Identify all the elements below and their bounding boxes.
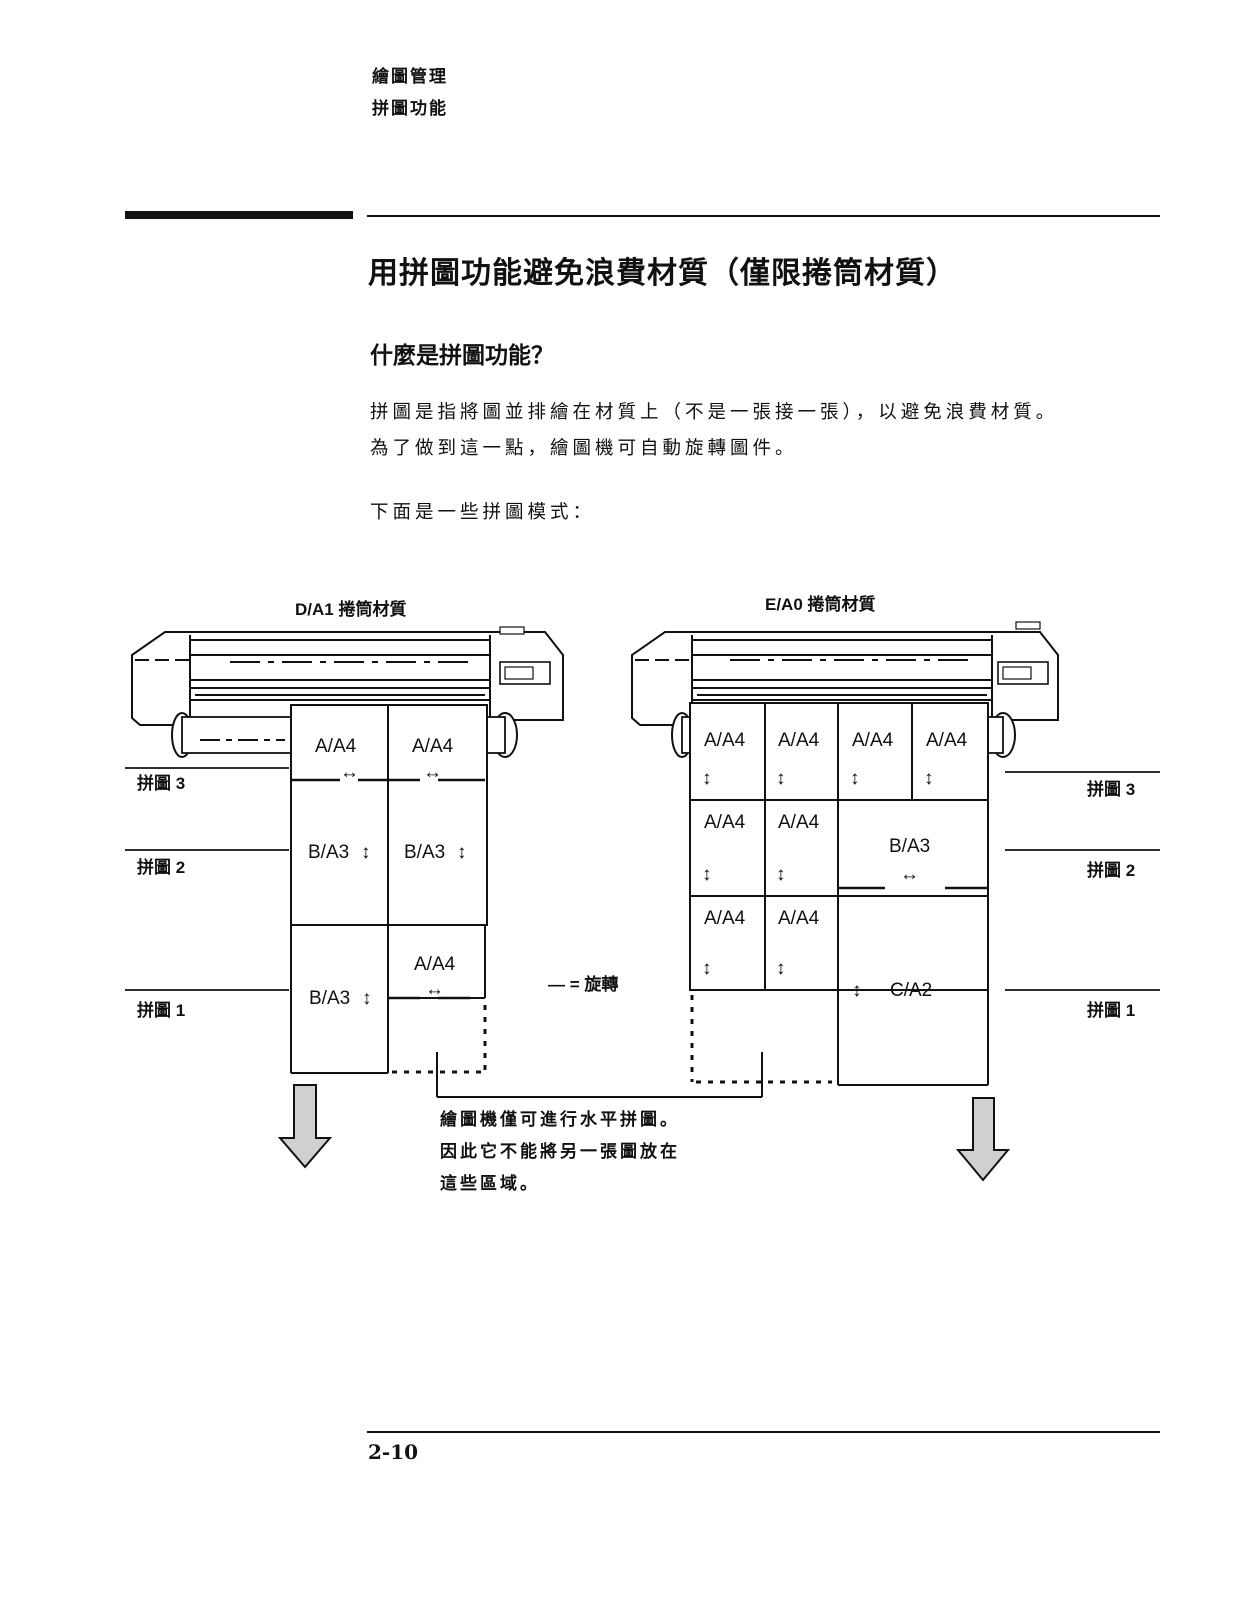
right-nest-label: 拼圖 3 [1087, 779, 1135, 799]
right-caption: E/A0 捲筒材質 [765, 594, 876, 614]
rotate-vertical-icon: ↕ [457, 842, 467, 863]
page-number: 2-10 [368, 1440, 419, 1464]
section-rule-thick [125, 211, 353, 219]
note-line: 因此它不能將另一張圖放在 [440, 1141, 680, 1161]
left-nest-label: 拼圖 1 [137, 1000, 185, 1020]
header-section: 拼圖功能 [372, 99, 448, 119]
left-cell-r2c1: B/A3 [308, 842, 349, 863]
plotter-right-icon [631, 621, 1059, 758]
right-nest-label: 拼圖 1 [1087, 1000, 1135, 1020]
down-arrow-icon [277, 1084, 333, 1169]
paragraph-line: 拼圖是指將圖並排繪在材質上（不是一張接一張），以避免浪費材質。 [370, 402, 1059, 423]
plotter-left-icon [131, 626, 564, 758]
right-nest-label: 拼圖 2 [1087, 860, 1135, 880]
note-line: 這些區域。 [440, 1173, 540, 1193]
rotate-vertical-icon: ↕ [702, 864, 712, 885]
rotate-horizontal-icon: ↔ [340, 762, 359, 783]
section-rule-thin [367, 215, 1160, 217]
rotate-vertical-icon: ↕ [702, 768, 712, 789]
rotate-vertical-icon: ↕ [362, 988, 372, 1009]
right-cell-c2: A/A4 [778, 908, 820, 929]
note-line: 繪圖機僅可進行水平拼圖。 [440, 1109, 680, 1129]
right-nest-lines [1005, 771, 1160, 991]
rotate-vertical-icon: ↕ [850, 768, 860, 789]
down-arrow-icon [955, 1097, 1011, 1182]
rotate-vertical-icon: ↕ [852, 980, 862, 1001]
left-caption: D/A1 捲筒材質 [295, 599, 406, 619]
right-cell-a3: A/A4 [852, 730, 894, 751]
right-cell-b2: A/A4 [778, 812, 820, 833]
footer-rule [367, 1431, 1160, 1433]
rotate-horizontal-icon: ↔ [425, 979, 444, 1000]
right-cell-a1: A/A4 [704, 730, 746, 751]
right-cell-c1: A/A4 [704, 908, 746, 929]
rotate-horizontal-icon: ↔ [423, 762, 442, 783]
paragraph: 拼圖是指將圖並排繪在材質上（不是一張接一張），以避免浪費材質。 為了做到這一點，… [370, 395, 1170, 467]
rotation-legend: — = 旋轉 [548, 974, 618, 994]
left-cell-r3c1: B/A3 [309, 988, 350, 1009]
rotate-vertical-icon: ↕ [776, 958, 786, 979]
left-nest-lines [125, 767, 289, 991]
left-cell-r3c2: A/A4 [414, 954, 456, 975]
left-cell-r2c2: B/A3 [404, 842, 445, 863]
right-cell-b3: B/A3 [889, 836, 930, 857]
left-nest-label: 拼圖 2 [137, 857, 185, 877]
right-cell-a4: A/A4 [926, 730, 968, 751]
right-cell-b1: A/A4 [704, 812, 746, 833]
left-nest-label: 拼圖 3 [137, 773, 185, 793]
rotate-vertical-icon: ↕ [361, 842, 371, 863]
right-layout-grid [689, 702, 989, 1086]
section-title: 用拼圖功能避免浪費材質（僅限捲筒材質） [368, 256, 957, 291]
rotate-vertical-icon: ↕ [776, 864, 786, 885]
left-cell-r1c1: A/A4 [315, 736, 357, 757]
right-cell-c3: C/A2 [890, 980, 932, 1001]
rotate-vertical-icon: ↕ [776, 768, 786, 789]
left-cell-r1c2: A/A4 [412, 736, 454, 757]
rotate-vertical-icon: ↕ [702, 958, 712, 979]
header-chapter: 繪圖管理 [372, 67, 448, 87]
rotate-horizontal-icon: ↔ [900, 864, 919, 885]
subsection-title: 什麼是拼圖功能？ [370, 342, 554, 369]
rotate-vertical-icon: ↕ [924, 768, 934, 789]
paragraph-line: 為了做到這一點，繪圖機可自動旋轉圖件。 [370, 438, 798, 459]
left-layout-grid [290, 704, 488, 1074]
intro-line: 下面是一些拼圖模式： [370, 502, 596, 523]
right-cell-a2: A/A4 [778, 730, 820, 751]
callout-bracket [436, 1052, 763, 1098]
